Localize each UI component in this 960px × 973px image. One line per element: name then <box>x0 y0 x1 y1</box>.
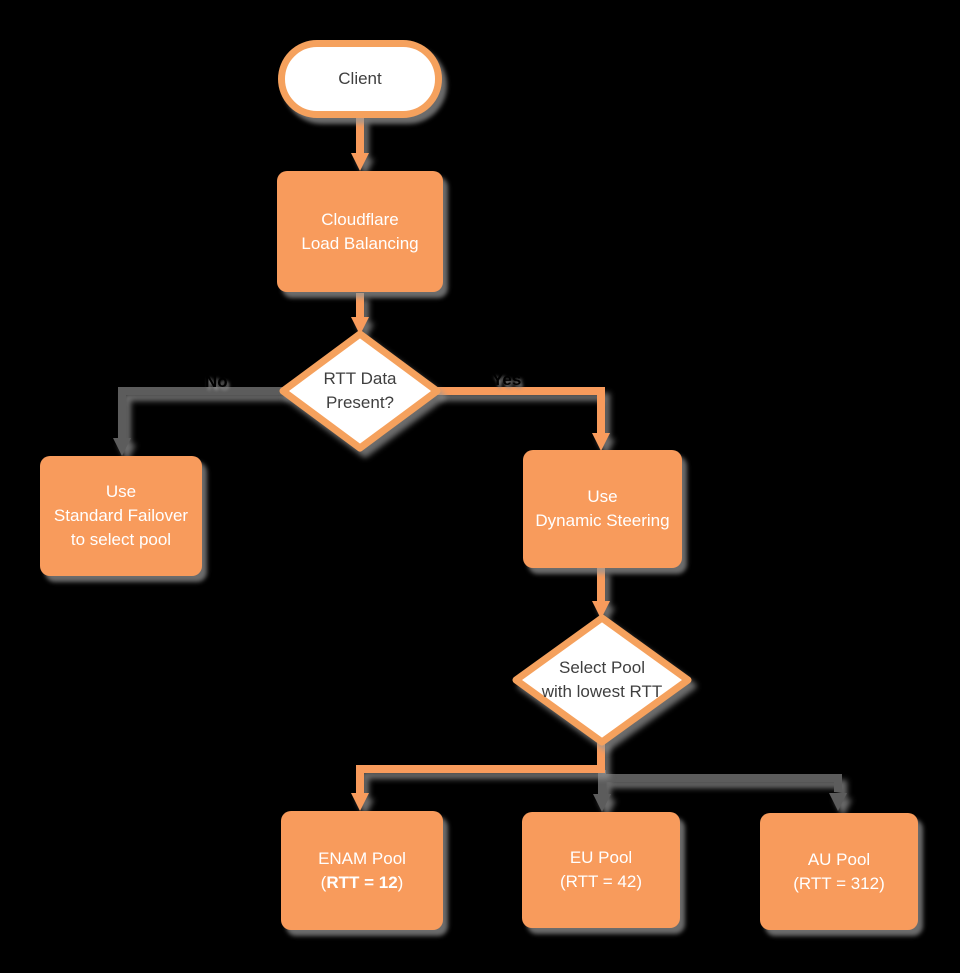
node-enam-pool: ENAM Pool (RTT = 12) <box>281 811 443 930</box>
node-au-pool: AU Pool (RTT = 312) <box>760 813 918 930</box>
edge-yes-line <box>434 387 605 433</box>
node-label-line: with lowest RTT <box>541 682 663 701</box>
node-label-line: Standard Failover <box>53 506 189 525</box>
edge-label-no: No <box>205 372 228 391</box>
node-label-line: (RTT = 312) <box>793 873 885 893</box>
decision-select-pool <box>512 614 692 746</box>
edge-no-arrowhead-icon <box>113 438 131 456</box>
node-client: Client <box>278 40 442 118</box>
edge-enam-arrowhead-icon <box>351 793 369 811</box>
node-select-pool-label: Select Pool with lowest RTT <box>515 630 689 730</box>
node-label-line: Use <box>105 482 137 501</box>
node-rtt-data-present-label: RTT Data Present? <box>285 341 435 441</box>
node-cloudflare-load-balancing: Cloudflare Load Balancing <box>277 171 443 292</box>
edge-enam-line <box>356 740 605 793</box>
node-use-standard-failover: Use Standard Failover to select pool <box>40 456 202 576</box>
node-label-line: (RTT = 42) <box>559 872 643 891</box>
node-label-line: to select pool <box>70 530 172 549</box>
edge-au-line <box>602 774 842 792</box>
edge-lb-to-rtt-arrowhead-icon <box>351 317 369 335</box>
node-label-line: ENAM Pool <box>318 848 406 868</box>
node-label-line: EU Pool <box>569 848 633 867</box>
paren-close: ) <box>397 872 404 892</box>
node-label-line: Dynamic Steering <box>535 511 670 530</box>
decision-rtt-data-present <box>279 330 441 452</box>
edge-label-yes: Yes <box>492 370 522 389</box>
edge-no-line <box>118 387 286 439</box>
node-label-line: Cloudflare <box>321 209 399 229</box>
rtt-value-bold: RTT = 12 <box>326 872 398 892</box>
node-eu-pool: EU Pool (RTT = 42) <box>522 812 680 928</box>
node-label-line: RTT Data <box>323 369 397 388</box>
node-label-line: Load Balancing <box>301 233 419 253</box>
node-label-line: (RTT = 12) <box>321 871 404 895</box>
node-label-line: Select Pool <box>559 658 645 677</box>
paren-open: ( <box>320 872 327 892</box>
node-label-line: Use <box>587 487 618 506</box>
node-label-line: AU Pool <box>807 849 871 869</box>
edge-client-to-lb-arrowhead-icon <box>351 153 369 171</box>
node-use-dynamic-steering: Use Dynamic Steering <box>523 450 682 568</box>
edge-ds-to-select-arrowhead-icon <box>592 601 610 619</box>
edge-au-arrowhead-icon <box>829 793 847 811</box>
node-label-line: Present? <box>325 393 395 412</box>
edge-eu-arrowhead-icon <box>593 794 611 812</box>
node-client-label: Client <box>338 69 382 88</box>
edge-yes-arrowhead-icon <box>592 433 610 451</box>
